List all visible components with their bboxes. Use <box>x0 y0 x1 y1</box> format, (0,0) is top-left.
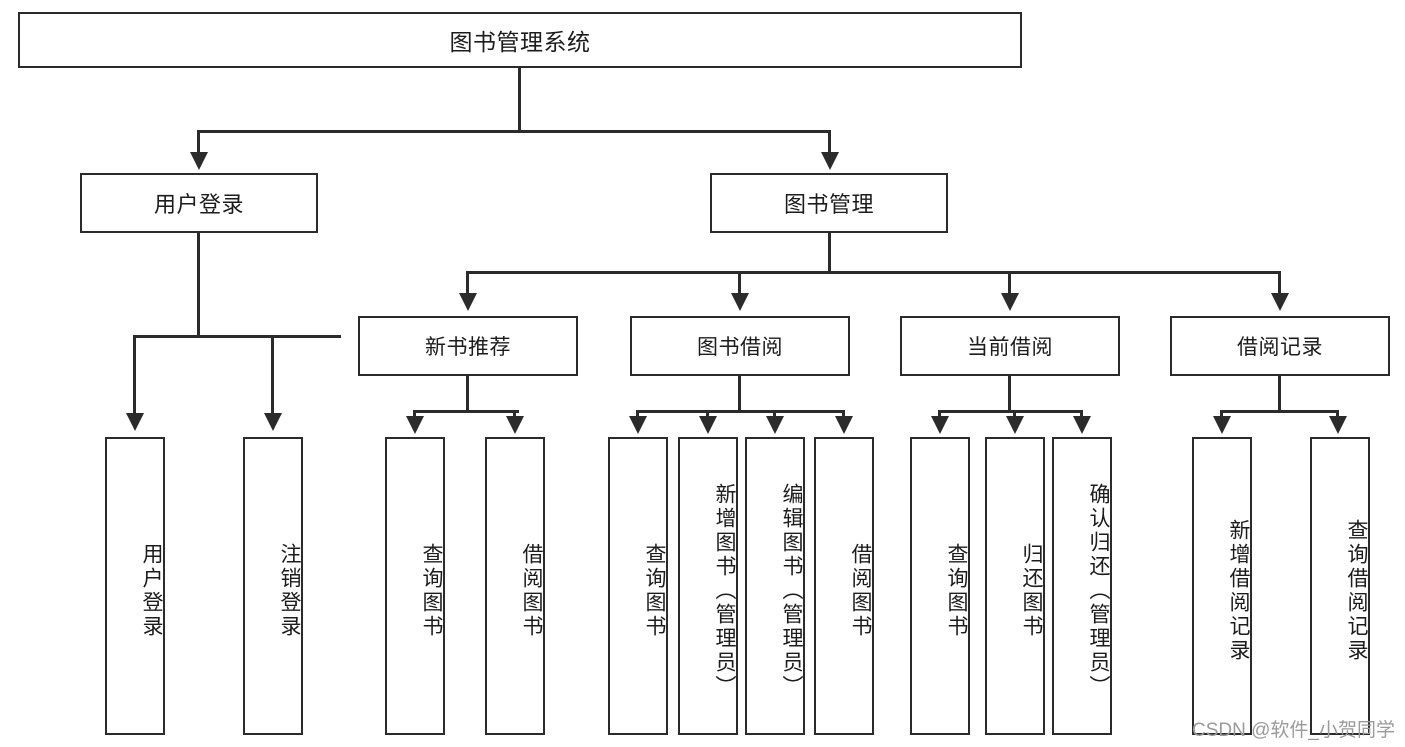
connector-cb-bus <box>938 410 1082 413</box>
node-label: 注销登录 <box>278 543 301 639</box>
node-label: 用户登录 <box>140 543 163 639</box>
connector-br-drop-2 <box>1336 410 1339 418</box>
node-label: 查询图书 <box>945 543 968 639</box>
connector-root-stem <box>518 68 521 132</box>
node-label: 编辑图书（管理员） <box>780 483 803 699</box>
connector-bm-drop-1 <box>466 271 469 295</box>
connector-cb-drop-3 <box>1080 410 1083 418</box>
node-label: 归还图书 <box>1020 543 1043 639</box>
connector-root-to-book-manage <box>828 130 831 154</box>
connector-nbr-drop-2 <box>513 410 516 418</box>
node-current-borrow[interactable]: 当前借阅 <box>900 316 1120 376</box>
node-label: 图书借阅 <box>697 336 783 359</box>
connector-book-manage-bus <box>466 271 1280 274</box>
connector-bb-drop-4 <box>842 410 845 418</box>
arrowhead-leaf-user-logout <box>264 413 282 431</box>
node-leaf-borrow-book-2[interactable]: 借阅图书 <box>814 437 874 735</box>
node-leaf-add-book[interactable]: 新增图书（管理员） <box>678 437 738 735</box>
node-label: 图书管理系统 <box>449 29 591 55</box>
connector-bb-drop-3 <box>773 410 776 418</box>
node-label: 新书推荐 <box>425 336 511 359</box>
node-book-manage[interactable]: 图书管理 <box>710 173 948 233</box>
arrowhead-leaf-query-book-2 <box>629 416 647 434</box>
node-book-borrow[interactable]: 图书借阅 <box>630 316 850 376</box>
node-user-login[interactable]: 用户登录 <box>80 173 318 233</box>
connector-bm-drop-4 <box>1278 271 1281 295</box>
node-label: 查询图书 <box>420 543 443 639</box>
node-new-book-recommend[interactable]: 新书推荐 <box>358 316 578 376</box>
node-label: 新增借阅记录 <box>1227 519 1250 663</box>
arrowhead-leaf-query-record <box>1329 416 1347 434</box>
connector-nbr-drop-1 <box>413 410 416 418</box>
connector-bb-drop-1 <box>636 410 639 418</box>
node-leaf-user-logout[interactable]: 注销登录 <box>243 437 303 735</box>
connector-user-login-drop-1 <box>133 335 136 415</box>
node-leaf-query-record[interactable]: 查询借阅记录 <box>1310 437 1370 735</box>
node-borrow-record[interactable]: 借阅记录 <box>1170 316 1390 376</box>
node-label: 确认归还（管理员） <box>1087 483 1110 699</box>
connector-bb-bus <box>636 410 844 413</box>
arrowhead-leaf-query-book-3 <box>931 416 949 434</box>
connector-br-bus <box>1220 410 1338 413</box>
arrowhead-leaf-confirm-return <box>1073 416 1091 434</box>
arrowhead-current-borrow <box>1001 293 1019 311</box>
node-leaf-add-record[interactable]: 新增借阅记录 <box>1192 437 1252 735</box>
arrowhead-leaf-add-record <box>1213 416 1231 434</box>
node-label: 借阅图书 <box>849 543 872 639</box>
node-leaf-confirm-return[interactable]: 确认归还（管理员） <box>1052 437 1112 735</box>
connector-root-bus <box>197 130 831 133</box>
connector-bm-drop-3 <box>1008 271 1011 295</box>
node-leaf-edit-book[interactable]: 编辑图书（管理员） <box>745 437 805 735</box>
connector-book-manage-stem <box>828 233 831 273</box>
node-root-system[interactable]: 图书管理系统 <box>18 12 1022 68</box>
node-leaf-query-book-1[interactable]: 查询图书 <box>385 437 445 735</box>
arrowhead-leaf-query-book-1 <box>406 416 424 434</box>
connector-br-stem <box>1278 376 1281 412</box>
node-leaf-query-book-3[interactable]: 查询图书 <box>910 437 970 735</box>
node-leaf-return-book[interactable]: 归还图书 <box>985 437 1045 735</box>
connector-bm-drop-2 <box>738 271 741 295</box>
node-label: 当前借阅 <box>967 336 1053 359</box>
node-label: 图书管理 <box>783 192 874 217</box>
arrowhead-book-borrow <box>731 293 749 311</box>
arrowhead-leaf-borrow-book-2 <box>835 416 853 434</box>
connector-bb-drop-2 <box>706 410 709 418</box>
connector-cb-drop-1 <box>938 410 941 418</box>
connector-user-login-drop-2 <box>271 335 274 415</box>
csdn-watermark: CSDN @软件_小贺同学 <box>1192 720 1395 741</box>
node-leaf-query-book-2[interactable]: 查询图书 <box>608 437 668 735</box>
connector-cb-stem <box>1008 376 1011 412</box>
connector-user-login-stem <box>197 233 200 337</box>
node-leaf-user-login[interactable]: 用户登录 <box>105 437 165 735</box>
node-label: 借阅记录 <box>1237 336 1323 359</box>
connector-nbr-stem <box>466 376 469 412</box>
arrowhead-new-book-recommend <box>459 293 477 311</box>
connector-user-login-bus <box>133 335 341 338</box>
node-label: 查询图书 <box>643 543 666 639</box>
arrowhead-leaf-user-login <box>126 413 144 431</box>
arrowhead-leaf-return-book <box>1006 416 1024 434</box>
node-label: 借阅图书 <box>520 543 543 639</box>
connector-cb-drop-2 <box>1013 410 1016 418</box>
arrowhead-book-manage <box>821 152 839 170</box>
connector-nbr-bus <box>413 410 519 413</box>
arrowhead-leaf-add-book <box>699 416 717 434</box>
connector-bb-stem <box>738 376 741 412</box>
node-label: 查询借阅记录 <box>1345 519 1368 663</box>
connector-br-drop-1 <box>1220 410 1223 418</box>
node-label: 新增图书（管理员） <box>713 483 736 699</box>
node-leaf-borrow-book-1[interactable]: 借阅图书 <box>485 437 545 735</box>
node-label: 用户登录 <box>153 192 244 217</box>
arrowhead-user-login <box>190 152 208 170</box>
arrowhead-leaf-borrow-book-1 <box>506 416 524 434</box>
arrowhead-borrow-record <box>1271 293 1289 311</box>
connector-root-to-user-login <box>197 130 200 154</box>
arrowhead-leaf-edit-book <box>766 416 784 434</box>
